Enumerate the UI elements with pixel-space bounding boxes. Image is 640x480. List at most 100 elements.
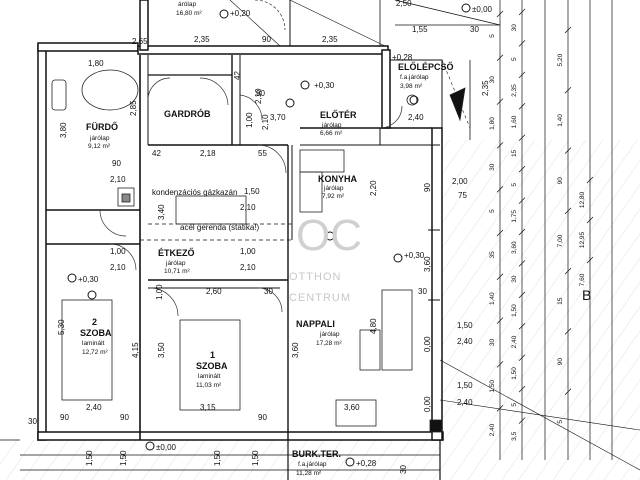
kitchen-area: 7,92 m²: [322, 193, 345, 200]
level-top: +0,20: [230, 9, 251, 18]
dim-text: 2,10: [110, 263, 126, 272]
level-marker-icon: [87, 290, 97, 300]
level-marker-icon: [300, 80, 310, 90]
level-terrace: +0,28: [356, 459, 377, 468]
room-labels: árólap 16,80 m² FÜRDŐ járólap 9,12 m² GA…: [80, 1, 591, 477]
side-dim-text: 2,35: [511, 84, 518, 97]
dim-text: 30: [264, 287, 273, 296]
side-dim-text: 1,50: [489, 380, 496, 393]
dim-tick: [518, 228, 526, 236]
terrace-name: BURK.TER.: [292, 449, 341, 459]
entry-name: ELŐTÉR: [320, 109, 357, 120]
level-marker-icon: [325, 231, 335, 241]
side-dim-text: 3,60: [511, 241, 518, 254]
level-labels: +0,20 ±0,00 +0,28 +0,30 +0,30 +0,30 ±0,0…: [78, 5, 493, 468]
side-dim-text: 1,50: [511, 304, 518, 317]
dim-tick: [586, 256, 594, 264]
dim-text: 2,20: [369, 180, 378, 196]
porch-name: ELŐLÉPCSŐ: [398, 61, 454, 72]
side-dim-text: 12,80: [579, 191, 586, 208]
room1-number: 1: [210, 350, 215, 360]
dim-tick: [564, 207, 572, 215]
level-porch: +0,28: [392, 53, 413, 62]
dim-tick: [518, 354, 526, 361]
dim-text: 2,60: [206, 287, 222, 296]
dim-text: 1,00: [110, 247, 126, 256]
dim-text: 90: [60, 413, 69, 422]
dim-tick: [518, 134, 526, 141]
side-dim-text: 30: [489, 339, 496, 347]
side-dim-text: 5: [511, 57, 518, 61]
side-dim-text: 5: [557, 420, 564, 424]
dim-tick: [496, 10, 504, 18]
terrace-floor: f.a.járólap: [298, 461, 327, 468]
dim-tick: [586, 176, 594, 184]
dim-tick: [518, 385, 526, 393]
dim-tick: [564, 26, 572, 34]
dim-tick: [518, 40, 526, 47]
level-top-right: ±0,00: [472, 5, 493, 14]
dim-text: 1,55: [412, 25, 428, 34]
dim-text: 1,50: [119, 450, 128, 466]
dim-text: 3,70: [270, 113, 286, 122]
level-marker-icon: [461, 3, 471, 13]
dim-text: 55: [258, 149, 267, 158]
side-dim-text: 5: [511, 183, 518, 187]
room2-number: 2: [92, 317, 97, 327]
side-dim-text: 30: [489, 163, 496, 171]
side-dimensions: 5301,80305351,40301,502,403052,351,60155…: [489, 8, 594, 441]
dim-text: 2,10: [110, 175, 126, 184]
dim-text: 30: [28, 417, 37, 426]
bath-area: 9,12 m²: [88, 143, 111, 150]
side-dim-text: 1,40: [489, 292, 496, 305]
level-dining: +0,30: [78, 275, 99, 284]
dim-text: 3,60: [423, 256, 432, 272]
dim-text: 90: [256, 89, 265, 98]
terrace-area: 11,28 m²: [296, 470, 322, 477]
dim-text: 90: [423, 183, 432, 192]
plan-dimensions: 2,50 2,35 90 2,35 1,55 30 1,80 2,65 3,80…: [28, 0, 490, 474]
watermark: OC OTTHON CENTRUM: [289, 211, 362, 304]
dim-tick: [518, 165, 526, 173]
level-marker-icon: [145, 441, 155, 451]
dim-tick: [518, 71, 526, 79]
side-dim-text: 12,95: [579, 231, 586, 248]
dim-tick: [518, 323, 526, 330]
beam-note: acél gerenda (statika!): [180, 223, 259, 232]
side-dim-text: 2,40: [489, 423, 496, 436]
dim-tick: [496, 185, 504, 193]
room2-area: 12,72 m²: [82, 349, 108, 356]
side-dim-text: 5,20: [557, 53, 564, 66]
dim-text: 2,50: [396, 0, 412, 8]
dim-text: 2,10: [254, 88, 263, 104]
dim-text: 2,40: [457, 337, 473, 346]
dim-tick: [518, 291, 526, 299]
kitchen-floor: járólap: [323, 185, 344, 192]
dim-tick: [518, 260, 526, 267]
entry-area: 6,66 m²: [320, 130, 343, 137]
side-dim-text: 1,50: [511, 367, 518, 380]
dim-text: 3,60: [344, 403, 360, 412]
site-hatch-bottom: [0, 440, 440, 480]
dimension-lines: [20, 0, 613, 471]
porch-floor: f.a.járólap: [400, 74, 429, 81]
dim-tick: [564, 328, 572, 335]
side-dim-text: 5: [489, 34, 496, 38]
side-dim-text: 5: [489, 209, 496, 213]
dim-text: 1,50: [457, 381, 473, 390]
level-marker-icon: [409, 95, 419, 105]
door-swings: [99, 0, 403, 317]
side-dim-text: 30: [511, 24, 518, 32]
side-dim-text: 15: [557, 297, 564, 305]
room1-name: SZOBA: [196, 361, 228, 371]
dim-text: 0,00: [423, 396, 432, 412]
dim-text: 30: [418, 287, 427, 296]
level-marker-icon: [67, 273, 77, 283]
level-marker-icon: [285, 98, 295, 108]
room2-name: SZOBA: [80, 328, 112, 338]
bathtub-icon: [81, 69, 139, 111]
dim-tick: [496, 142, 504, 149]
dim-text: 90: [120, 413, 129, 422]
